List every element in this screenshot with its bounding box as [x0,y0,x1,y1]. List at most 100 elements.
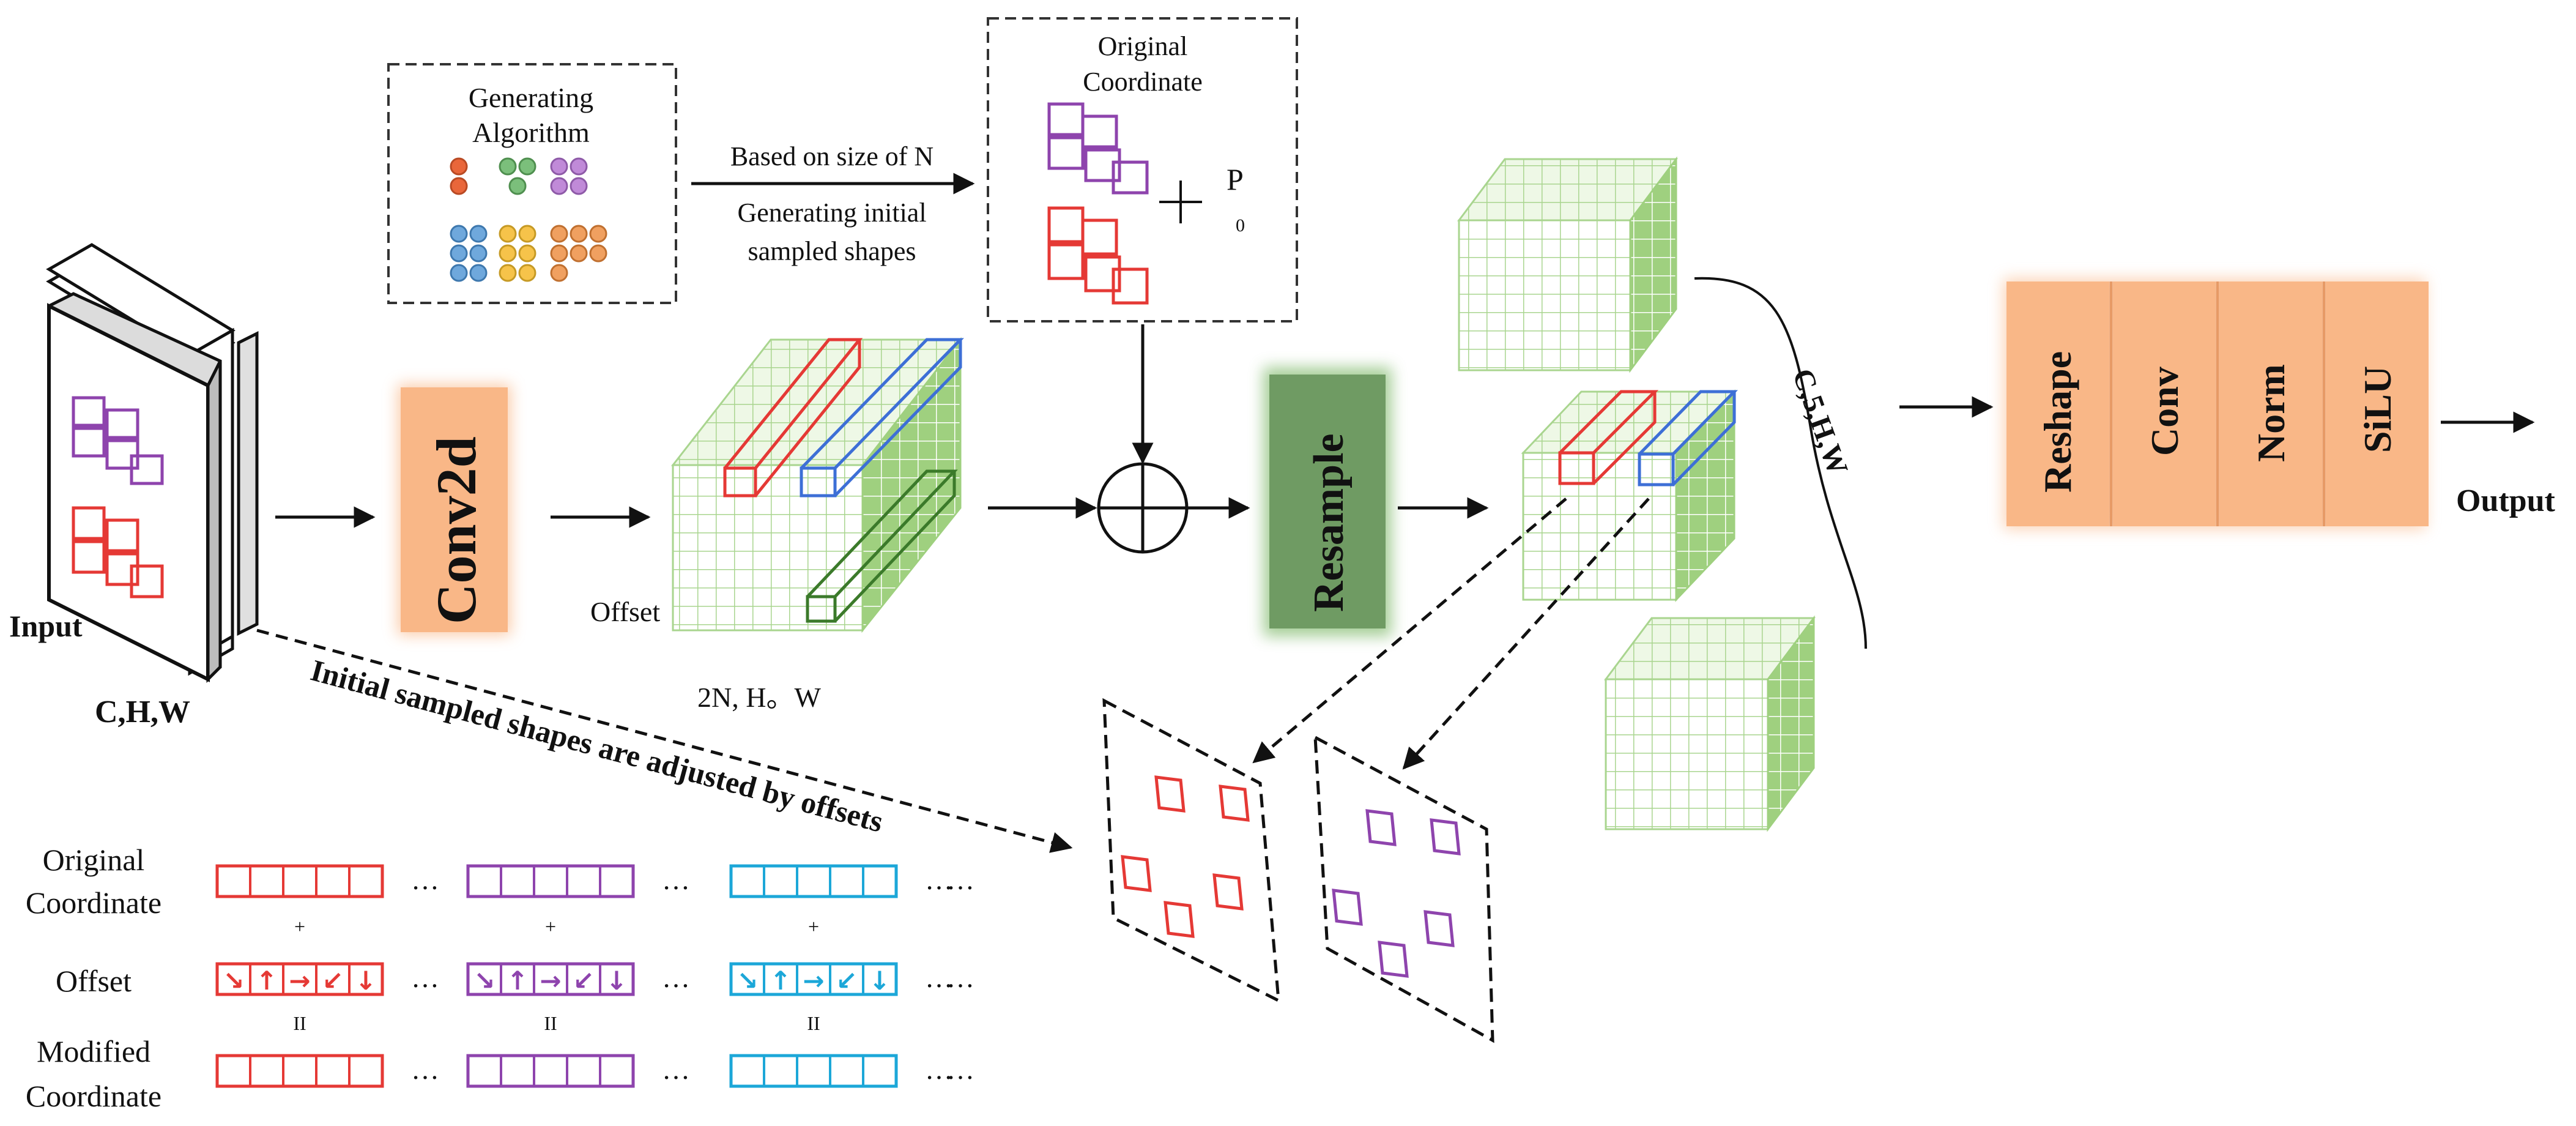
based-on-label: Based on size of N [730,141,934,171]
row-ellipsis: … [662,962,690,993]
offset-red-column [723,338,863,498]
input-label: Input [9,609,83,643]
conv2d-block [398,384,511,635]
offset-arrow-glyph: → [803,966,824,996]
plus-sign: + [545,915,556,938]
coord-cells-modified-purple [466,1054,635,1088]
silu-block [2326,282,2429,526]
norm-label: Norm [2249,364,2293,462]
equals-sign: II [544,1012,557,1034]
input-purple-shape [72,396,164,485]
offset-arrow-glyph: ↑ [507,966,528,996]
row-modified-label-1: Modified [37,1034,150,1068]
offset-green-column [806,469,958,623]
p0-subscript: 0 [1236,215,1245,236]
output-label: Output [2456,483,2556,518]
offset-arrow-glyph: ↓ [355,966,376,996]
generating-algorithm-title-1: Generating [469,82,593,113]
reshape-block [2006,282,2109,526]
sampling-plane-red [1102,698,1280,1004]
adder-icon [1097,462,1189,554]
offset-blue-column [800,338,964,498]
offset-arrow-glyph: → [289,966,310,996]
coord-cells-modified-cyan [729,1054,898,1088]
original-coordinate-box [987,17,1298,323]
original-red-shape [1047,206,1149,305]
output-head [2003,278,2429,529]
resample-label: Resample [1305,433,1353,612]
coordinate-table: …+…+…+…↘↑→↙↓…II↘↑→↙↓…II↘↑→↙↓…II…………… [215,864,974,1088]
plus-sign: + [808,915,819,938]
dashed-arrow-input-to-plane [256,628,1073,853]
conv-label: Conv [2143,367,2186,456]
input-dims-label: C,H,W [95,695,190,729]
original-purple-shape [1047,102,1149,195]
sampled-volume-bottom [1604,615,1816,832]
offset-label: Offset [590,596,660,627]
offset-arrow-glyph: → [540,966,561,996]
row-ellipsis: … [411,864,439,895]
input-feature-stack [46,243,259,684]
shape-dots [450,157,607,282]
row-ellipsis: … [925,864,953,895]
conv2d-label: Conv2d [425,436,488,624]
input-red-shape [72,506,164,598]
coord-cells-offset-red [215,962,384,996]
row-original-label-2: Coordinate [26,886,161,920]
offset-arrow-glyph: ↓ [869,966,890,996]
offset-tensor [670,337,964,633]
offset-arrow-glyph: ↙ [322,966,343,996]
row-ellipsis: … [411,962,439,993]
offset-arrow-glyph: ↘ [737,966,758,996]
row-modified-label-2: Coordinate [26,1079,161,1113]
offset-arrow-glyph: ↘ [473,966,495,996]
coord-cells-original-purple [466,864,635,898]
offset-arrow-glyph: ↑ [256,966,277,996]
generating-initial-label-1: Generating initial [737,198,926,228]
equals-sign: II [807,1012,820,1034]
generating-initial-label-2: sampled shapes [748,236,916,266]
row-ellipsis: … [925,962,953,993]
offset-dims-label: 2N, H。W [697,682,821,713]
generating-algorithm-box [387,63,677,304]
plus-icon [1159,181,1202,223]
reshape-label: Reshape [2036,351,2079,493]
coord-cells-modified-red [215,1054,384,1088]
coord-cells-offset-purple [466,962,635,996]
silu-label: SiLU [2356,366,2399,453]
norm-block [2219,282,2322,526]
dashed-arrow-red-to-plane [1252,498,1567,764]
row-ellipsis: … [411,1054,439,1085]
row-offset-label: Offset [56,964,132,998]
generating-algorithm-title-2: Algorithm [472,117,590,148]
dashed-arrow-blue-to-plane [1402,498,1650,770]
row-trailing-ellipsis: … [946,864,974,895]
c5hw-label: C,5,H,W [1786,365,1854,479]
original-coordinate-title-1: Original [1098,31,1188,61]
adjusted-label: Initial sampled shapes are adjusted by o… [307,653,886,839]
plus-sign: + [294,915,305,938]
row-trailing-ellipsis: … [946,962,974,993]
row-trailing-ellipsis: … [946,1054,974,1085]
volume-brace [1694,277,1867,649]
sampled-volume-middle [1521,389,1738,602]
coord-cells-offset-cyan [729,962,898,996]
p0-label: P [1227,162,1244,196]
original-coordinate-title-2: Coordinate [1083,67,1203,97]
row-ellipsis: … [662,864,690,895]
offset-arrow-glyph: ↓ [606,966,627,996]
sampled-volume-top [1457,156,1678,373]
row-original-label-1: Original [43,843,145,877]
offset-arrow-glyph: ↙ [836,966,857,996]
conv-block [2113,282,2216,526]
offset-arrow-glyph: ↑ [770,966,791,996]
resample-block [1263,367,1392,636]
coord-cells-original-cyan [729,864,898,898]
offset-arrow-glyph: ↘ [223,966,244,996]
sampling-plane-purple [1313,734,1494,1043]
coord-cells-original-red [215,864,384,898]
row-ellipsis: … [925,1054,953,1085]
offset-arrow-glyph: ↙ [573,966,594,996]
row-ellipsis: … [662,1054,690,1085]
